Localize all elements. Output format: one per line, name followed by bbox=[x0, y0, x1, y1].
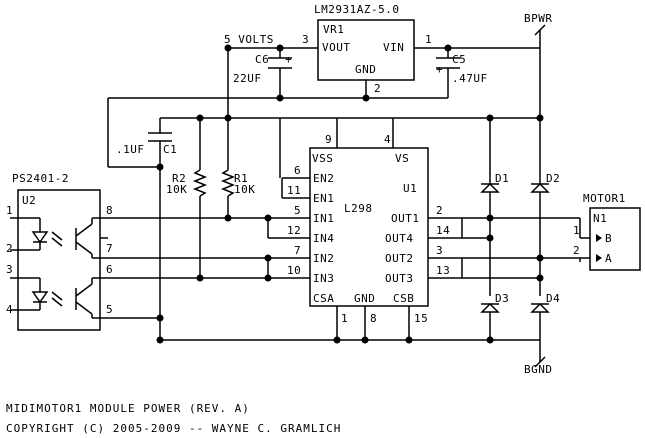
junction-dots bbox=[156, 44, 544, 344]
u1-out1: OUT1 bbox=[391, 212, 420, 225]
c6-ref: C6 bbox=[255, 53, 269, 66]
capacitor-c1: .1UF C1 bbox=[116, 132, 177, 156]
vr1-vin-label: VIN bbox=[383, 41, 404, 54]
d1-ref: D1 bbox=[495, 172, 509, 185]
u1-pin-csb: 15 bbox=[414, 312, 428, 325]
u1-pin-out1: 2 bbox=[436, 204, 443, 217]
motor-pin2-label: A bbox=[605, 252, 612, 265]
vr1-vout-label: VOUT bbox=[322, 41, 351, 54]
u2-part: PS2401-2 bbox=[12, 172, 69, 185]
resistor-r1: R1 10K bbox=[220, 169, 255, 197]
vr1-pin-gnd: 2 bbox=[374, 82, 381, 95]
u1-pin-out2: 3 bbox=[436, 244, 443, 257]
u1-en1: EN1 bbox=[313, 192, 334, 205]
resistor-r2: R2 10K bbox=[166, 169, 208, 197]
capacitor-c5: + C5 .47UF bbox=[436, 53, 488, 85]
r2-value: 10K bbox=[166, 183, 187, 196]
c5-polarity: + bbox=[436, 63, 443, 76]
c5-ref: C5 bbox=[452, 53, 466, 66]
u1-out3: OUT3 bbox=[385, 272, 414, 285]
u1-pin-in1: 5 bbox=[294, 204, 301, 217]
u1-en2: EN2 bbox=[313, 172, 334, 185]
u1-vs: VS bbox=[395, 152, 409, 165]
u2-pin3: 3 bbox=[6, 263, 13, 276]
voltage-regulator-vr1: LM2931AZ-5.0 VR1 VOUT VIN GND 3 1 2 bbox=[302, 3, 432, 95]
optocoupler-u2: PS2401-2 U2 1 2 3 4 8 7 6 5 bbox=[6, 172, 113, 331]
diode-d4: D4 bbox=[530, 292, 560, 313]
u1-pin-out3: 13 bbox=[436, 264, 450, 277]
r1-value: 10K bbox=[234, 183, 255, 196]
d3-ref: D3 bbox=[495, 292, 509, 305]
u2-pin2: 2 bbox=[6, 242, 13, 255]
net-label-5v: 5 VOLTS bbox=[224, 33, 274, 46]
u2-pin6: 6 bbox=[106, 263, 113, 276]
u1-pin-en2: 6 bbox=[294, 164, 301, 177]
u1-part: L298 bbox=[344, 202, 373, 215]
u2-pin8: 8 bbox=[106, 204, 113, 217]
u2-pin5: 5 bbox=[106, 303, 113, 316]
u1-pin-out4: 14 bbox=[436, 224, 450, 237]
d4-ref: D4 bbox=[546, 292, 560, 305]
u1-in3: IN3 bbox=[313, 272, 334, 285]
motor-pin1-label: B bbox=[605, 232, 612, 245]
driver-ic-u1: VSS VS EN2 EN1 U1 IN1 L298 IN4 IN2 IN3 O… bbox=[287, 133, 450, 325]
u1-in2: IN2 bbox=[313, 252, 334, 265]
u1-pin-in2: 7 bbox=[294, 244, 301, 257]
u1-pin-csa: 1 bbox=[341, 312, 348, 325]
d2-ref: D2 bbox=[546, 172, 560, 185]
vr1-pin-in: 1 bbox=[425, 33, 432, 46]
c6-value: 22UF bbox=[233, 72, 262, 85]
diode-d2: D2 bbox=[530, 172, 560, 193]
u1-pin-in4: 12 bbox=[287, 224, 301, 237]
motor-ref: N1 bbox=[593, 212, 607, 225]
u1-pin-vs: 4 bbox=[384, 133, 391, 146]
u1-vss: VSS bbox=[312, 152, 333, 165]
u1-in4: IN4 bbox=[313, 232, 334, 245]
motor-pin1: 1 bbox=[573, 224, 580, 237]
motor-pin2: 2 bbox=[573, 244, 580, 257]
c1-ref: C1 bbox=[163, 143, 177, 156]
r1-ref: R1 bbox=[234, 172, 248, 185]
net-label-bpwr: BPWR bbox=[524, 12, 553, 25]
vr1-pin-out: 3 bbox=[302, 33, 309, 46]
u1-csb: CSB bbox=[393, 292, 414, 305]
u1-pin-en1: 11 bbox=[287, 184, 301, 197]
u2-pin1: 1 bbox=[6, 204, 13, 217]
u2-pin7: 7 bbox=[106, 242, 113, 255]
capacitor-c6: C6 + 22UF bbox=[233, 53, 292, 85]
vr1-ref-label: VR1 bbox=[323, 23, 344, 36]
c1-value: .1UF bbox=[116, 143, 145, 156]
u1-ref: U1 bbox=[403, 182, 417, 195]
u1-pin-in3: 10 bbox=[287, 264, 301, 277]
vr1-part-label: LM2931AZ-5.0 bbox=[314, 3, 399, 16]
vr1-gnd-label: GND bbox=[355, 63, 376, 76]
u1-out2: OUT2 bbox=[385, 252, 414, 265]
c6-polarity: + bbox=[285, 53, 292, 66]
u2-ref: U2 bbox=[22, 194, 36, 207]
u1-out4: OUT4 bbox=[385, 232, 414, 245]
footer-copyright: COPYRIGHT (C) 2005-2009 -- WAYNE C. GRAM… bbox=[6, 422, 341, 435]
diode-d1: D1 bbox=[480, 172, 509, 193]
u1-in1: IN1 bbox=[313, 212, 334, 225]
u2-pin4: 4 bbox=[6, 303, 13, 316]
motor-connector: MOTOR1 N1 1 2 B A bbox=[573, 192, 641, 271]
footer-title: MIDIMOTOR1 MODULE POWER (REV. A) bbox=[6, 402, 250, 415]
net-label-bgnd: BGND bbox=[524, 363, 553, 376]
diode-d3: D3 bbox=[480, 292, 509, 313]
u1-csa: CSA bbox=[313, 292, 334, 305]
r2-ref: R2 bbox=[172, 172, 186, 185]
u1-gnd: GND bbox=[354, 292, 375, 305]
u1-pin-gnd: 8 bbox=[370, 312, 377, 325]
c5-value: .47UF bbox=[452, 72, 488, 85]
u1-pin-vss: 9 bbox=[325, 133, 332, 146]
motor-part: MOTOR1 bbox=[583, 192, 626, 205]
